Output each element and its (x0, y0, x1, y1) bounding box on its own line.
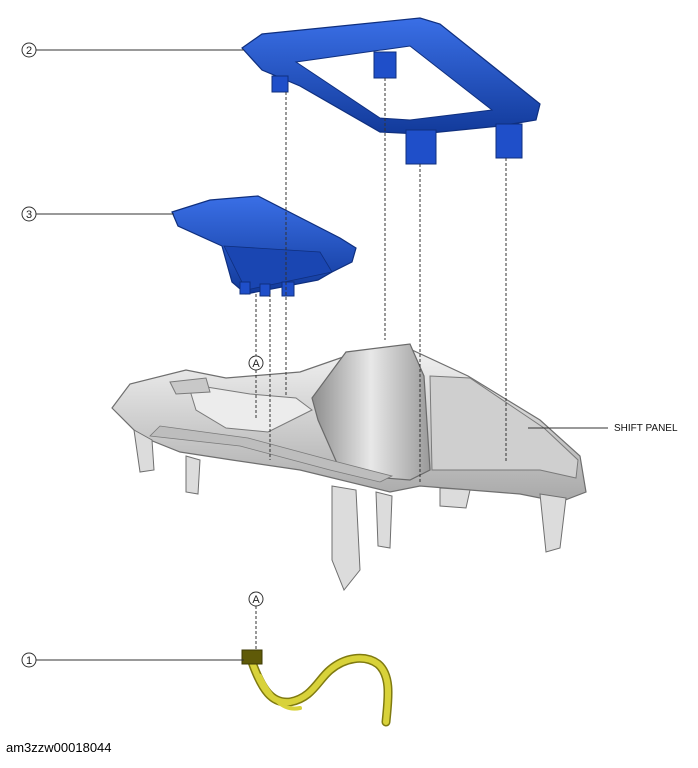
svg-text:A: A (252, 594, 260, 606)
reference-a-lower: A (248, 591, 264, 607)
shift-panel-label: SHIFT PANEL (614, 423, 678, 434)
assembly-guide-lines (255, 78, 507, 650)
callout-2: 2 (21, 42, 37, 58)
callout-1: 1 (21, 652, 37, 668)
wiring-harness-part (241, 649, 393, 727)
bezel-frame-part (241, 17, 541, 165)
shift-panel-part (111, 343, 587, 591)
switch-panel-part (171, 195, 357, 297)
svg-text:A: A (252, 358, 260, 370)
svg-text:2: 2 (26, 45, 32, 57)
reference-a-upper: A (248, 355, 264, 371)
callout-3: 3 (21, 206, 37, 222)
document-id: am3zzw00018044 (6, 740, 112, 755)
svg-text:1: 1 (26, 655, 32, 667)
svg-text:3: 3 (26, 209, 32, 221)
leader-lines (36, 49, 608, 661)
